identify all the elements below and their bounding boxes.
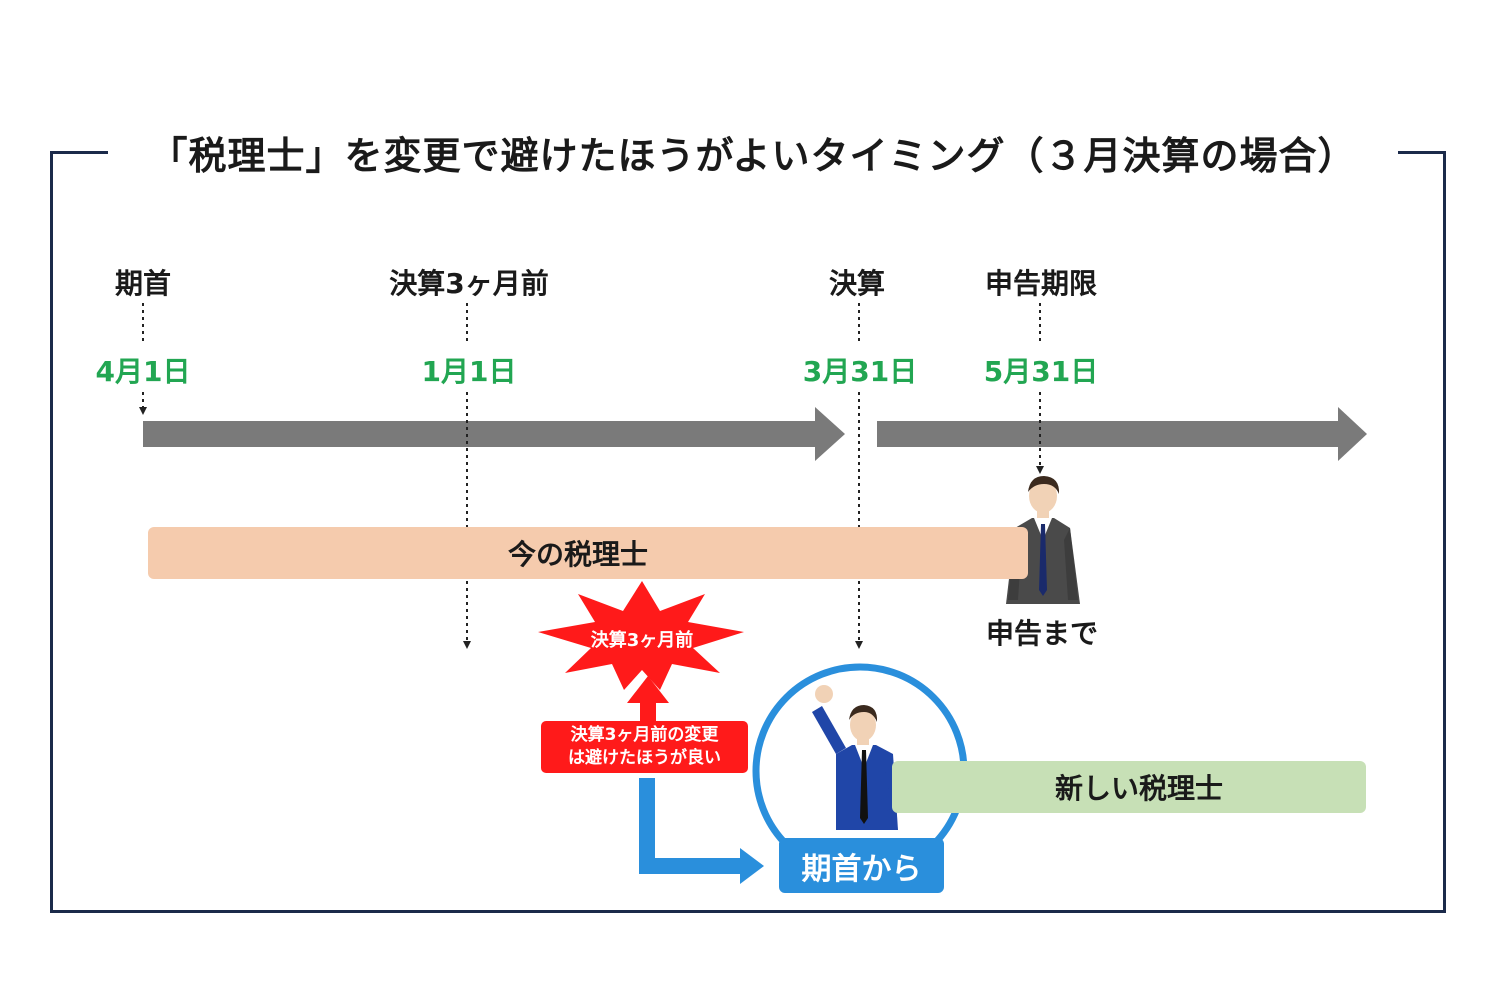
- timeline-arrow-second: [877, 407, 1367, 461]
- alert-burst-label: 決算3ヶ月前: [591, 626, 694, 652]
- milestone-label-filing-deadline: 申告期限: [985, 262, 1097, 302]
- timeline-arrow-first: [143, 407, 845, 461]
- new-accountant-label: 新しい税理士: [1055, 767, 1223, 807]
- from-kishu-badge: 期首から: [779, 838, 944, 893]
- current-accountant-label: 今の税理士: [508, 533, 648, 573]
- new-accountant-bar: 新しい税理士: [892, 761, 1366, 813]
- milestone-label-kessan: 決算: [829, 262, 885, 302]
- warning-note-line1: 決算3ヶ月前の変更: [571, 724, 719, 747]
- milestone-label-kishu: 期首: [115, 262, 171, 302]
- warning-note: 決算3ヶ月前の変更 は避けたほうが良い: [541, 721, 748, 773]
- date-label-mar31: 3月31日: [803, 350, 917, 390]
- milestone-label-3months-before: 決算3ヶ月前: [389, 262, 548, 302]
- until-filing-caption: 申告まで: [986, 612, 1098, 652]
- date-label-jan1: 1月1日: [422, 350, 517, 390]
- current-accountant-bar: 今の税理士: [148, 527, 1028, 579]
- date-label-apr1: 4月1日: [96, 350, 191, 390]
- date-label-may31: 5月31日: [984, 350, 1098, 390]
- warning-note-line2: は避けたほうが良い: [568, 747, 721, 770]
- blue-elbow-arrow: [647, 778, 764, 884]
